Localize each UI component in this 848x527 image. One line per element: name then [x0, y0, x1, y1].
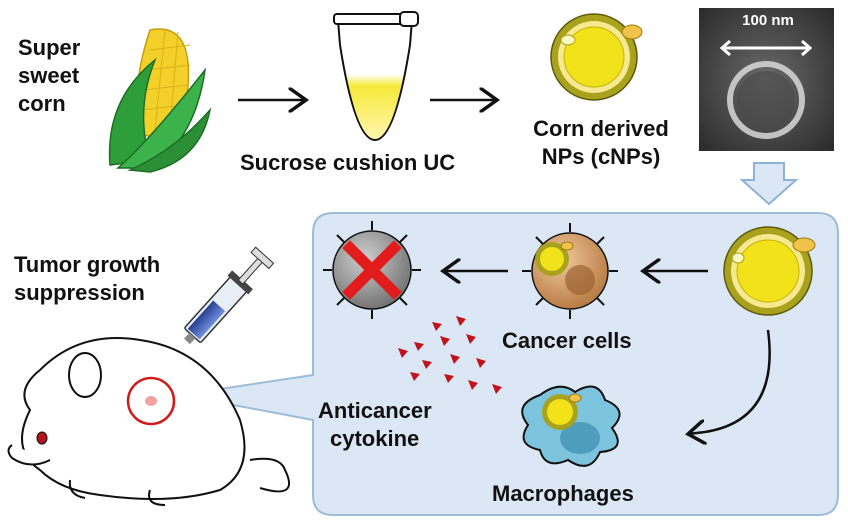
tem-image	[699, 8, 834, 151]
cancer-cells-label: Cancer cells	[502, 328, 632, 353]
syringe-icon	[151, 246, 275, 396]
mouse-icon	[7, 337, 291, 506]
tumor-label-line1: Tumor growth	[14, 252, 161, 277]
centrifuge-tube-icon	[333, 11, 419, 142]
nanoparticle-icon	[550, 13, 643, 101]
scale-bar-label: 100 nm	[742, 12, 794, 29]
cytokine-label-line2: cytokine	[330, 426, 420, 451]
cancer-cell-icon	[522, 223, 618, 319]
dead-cell-icon	[323, 221, 421, 319]
tumor-spot-icon	[145, 396, 157, 406]
panel-nanoparticle-icon	[723, 226, 816, 316]
arrow-np-to-macrophage	[688, 329, 771, 434]
cytokine-label-line1: Anticancer	[318, 398, 432, 423]
corn-label-line2: sweet	[18, 63, 80, 88]
corn-label-line1: Super	[18, 35, 81, 60]
cross-icon	[342, 240, 402, 300]
down-arrow-icon	[739, 162, 799, 206]
cytokine-particles	[398, 316, 502, 394]
macrophages-label: Macrophages	[492, 481, 634, 506]
mouse-eye-icon	[36, 431, 48, 445]
cnps-label-line2: NPs (cNPs)	[541, 144, 661, 169]
corn-icon	[108, 28, 212, 173]
cnps-label-line1: Corn derived	[533, 116, 669, 141]
tumor-label-line2: suppression	[14, 280, 145, 305]
uc-label: Sucrose cushion UC	[240, 150, 456, 175]
corn-label-line3: corn	[18, 91, 66, 116]
macrophage-icon	[521, 385, 621, 467]
tumor-highlight-circle	[126, 376, 176, 426]
